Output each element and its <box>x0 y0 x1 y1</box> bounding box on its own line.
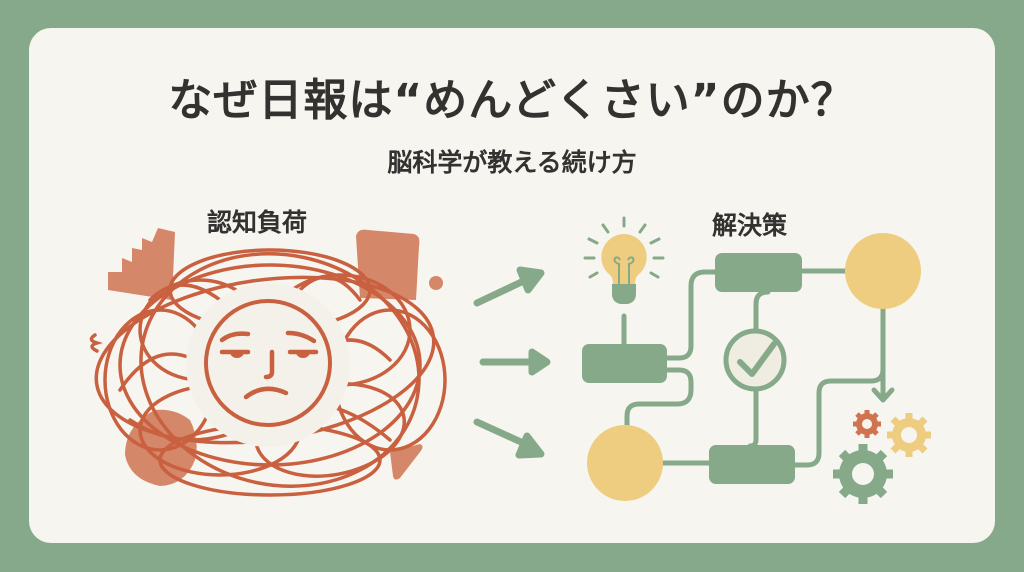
solution-label: 解決策 <box>712 211 788 240</box>
arrow-right-icon <box>479 348 551 376</box>
gear-large-green <box>833 444 893 504</box>
gear-medium-yellow <box>887 413 931 457</box>
stressed-face-icon <box>186 283 350 447</box>
arrow-down-right-icon <box>473 418 545 459</box>
check-circle-icon <box>723 328 787 392</box>
gears-icon <box>833 410 931 504</box>
arrow-up-right-icon <box>473 266 545 307</box>
cognitive-load-label: 認知負荷 <box>207 208 308 237</box>
page-subtitle: 脳科学が教える続け方 <box>387 148 637 177</box>
lightbulb-icon <box>583 216 665 304</box>
gear-small-red <box>853 410 881 438</box>
flowchart-nodes <box>582 233 921 501</box>
page-title: なぜ日報は“めんどくさい”のか？ <box>168 75 856 126</box>
transition-arrows <box>473 266 551 459</box>
abstract-shapes <box>108 228 443 486</box>
